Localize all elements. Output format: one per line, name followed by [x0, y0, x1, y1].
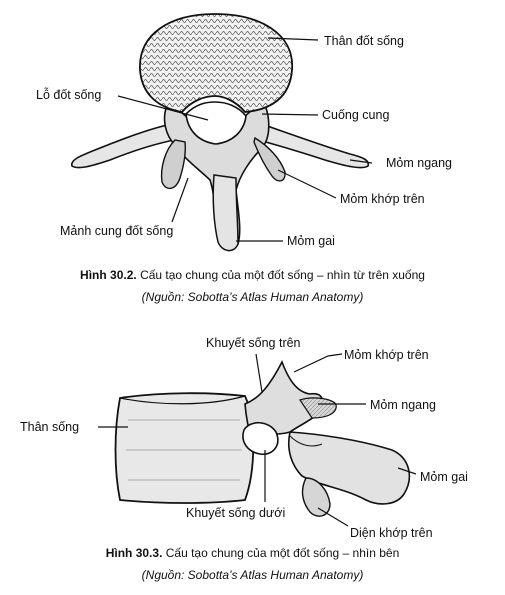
fig2-leader-lines: [98, 353, 417, 527]
label-spinous-process: Mỏm gai: [287, 234, 335, 248]
superior-articular-process-right: [253, 136, 286, 182]
vertebral-foramen: [185, 101, 247, 145]
transverse-process-left: [71, 121, 187, 169]
figure1-caption-number: Hình 30.2.: [80, 268, 137, 282]
label-spinous-process-side: Mỏm gai: [420, 470, 468, 484]
label-transverse-process: Mỏm ngang: [386, 156, 453, 170]
vertebral-body-top: [139, 13, 293, 113]
figure1-caption-text: Cấu tạo chung của một đốt sống – nhìn từ…: [140, 268, 425, 282]
label-lamina: Mảnh cung đốt sống: [60, 224, 174, 238]
vertebra-lateral-view: [114, 360, 411, 517]
figure2-caption-number: Hình 30.3.: [105, 546, 163, 560]
spinous-process: [212, 174, 239, 252]
figure2-caption-text: Cấu tạo chung của một đốt sống – nhìn bê…: [165, 546, 400, 560]
figure1-source: (Nguồn: Sobotta’s Atlas Human Anatomy): [141, 290, 364, 304]
figure2-source: (Nguồn: Sobotta’s Atlas Human Anatomy): [141, 568, 364, 582]
fig1-leader-lines: [117, 37, 373, 242]
inferior-articular-process: [301, 477, 331, 517]
label-vertebral-body-side: Thân sống: [20, 420, 80, 434]
label-superior-vertebral-notch: Khuyết sống trên: [206, 336, 301, 350]
inferior-notch: [242, 421, 279, 456]
spinous-process-side: [287, 431, 411, 505]
superior-articular-process-left: [160, 139, 186, 189]
label-vertebral-foramen: Lỗ đốt sống: [36, 88, 102, 102]
label-superior-articular-process-side: Mỏm khớp trên: [344, 348, 429, 362]
label-transverse-process-side: Mỏm ngang: [370, 398, 437, 412]
label-pedicle: Cuống cung: [322, 108, 390, 122]
vertebral-body-side: [114, 392, 255, 504]
figure1-caption: Hình 30.2. Cấu tạo chung của một đốt sốn…: [0, 268, 505, 282]
figure2-caption: Hình 30.3. Cấu tạo chung của một đốt sốn…: [0, 546, 505, 560]
transverse-process-right: [249, 118, 370, 169]
label-vertebral-body: Thân đốt sống: [324, 34, 404, 48]
label-inferior-vertebral-notch: Khuyết sống dưới: [186, 506, 286, 520]
label-superior-articular-process: Mỏm khớp trên: [340, 192, 425, 206]
label-superior-articular-facet: Diện khớp trên: [350, 526, 433, 540]
vertebra-superior-view: [71, 13, 370, 252]
